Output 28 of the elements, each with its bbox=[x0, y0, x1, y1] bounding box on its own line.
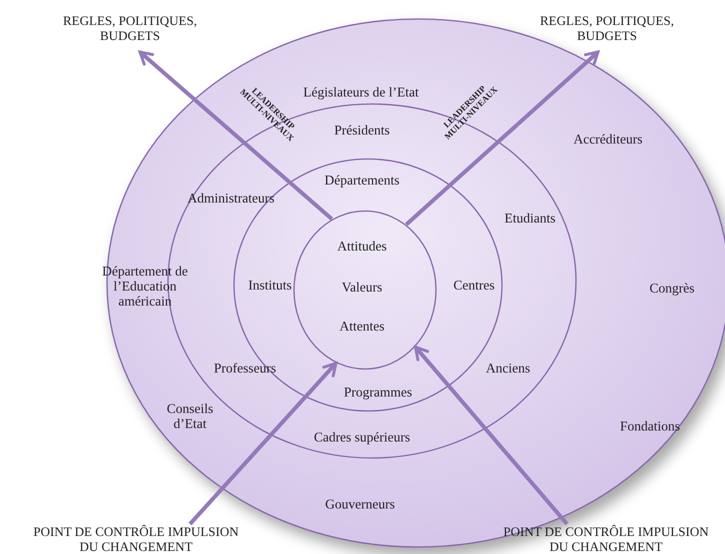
ring-label: Instituts bbox=[248, 278, 292, 292]
caption-text: POINT DE CONTRÔLE IMPULSION DU CHANGEMENT bbox=[502, 524, 710, 554]
ring-label: Valeurs bbox=[342, 280, 382, 294]
ring-label: Accréditeurs bbox=[574, 132, 642, 146]
arrow bbox=[188, 362, 338, 526]
caption-text: POINT DE CONTRÔLE IMPULSION DU CHANGEMENT bbox=[32, 524, 240, 554]
ring-label: Cadres supérieurs bbox=[314, 430, 410, 444]
arrow bbox=[414, 346, 569, 526]
ring-label: Départements bbox=[324, 172, 400, 188]
ring-label: Congrès bbox=[650, 280, 694, 296]
arrow bbox=[138, 50, 334, 221]
ring-label: Anciens bbox=[486, 360, 530, 376]
ring-label: Programmes bbox=[344, 384, 412, 400]
ring-label: Fondations bbox=[620, 418, 680, 434]
caption-text: REGLES, POLITIQUES, BUDGETS bbox=[539, 12, 675, 45]
ring-label: Professeurs bbox=[214, 360, 276, 376]
ring-label: Attentes bbox=[340, 318, 384, 334]
ring-label: Législateurs de l’Etat bbox=[303, 84, 419, 100]
ring-label: Etudiants bbox=[504, 210, 556, 226]
ring-label: Centres bbox=[453, 278, 495, 292]
caption-text: REGLES, POLITIQUES, BUDGETS bbox=[62, 12, 198, 45]
ring-label: Attitudes bbox=[337, 238, 387, 254]
ring-label: Présidents bbox=[334, 122, 390, 138]
arrow bbox=[405, 50, 600, 226]
center-circle bbox=[293, 210, 437, 370]
ring-label: Gouverneurs bbox=[325, 496, 395, 512]
ring-label: Conseils d’Etat bbox=[166, 401, 214, 431]
ring-label: Département de l’Education américain bbox=[101, 264, 189, 308]
